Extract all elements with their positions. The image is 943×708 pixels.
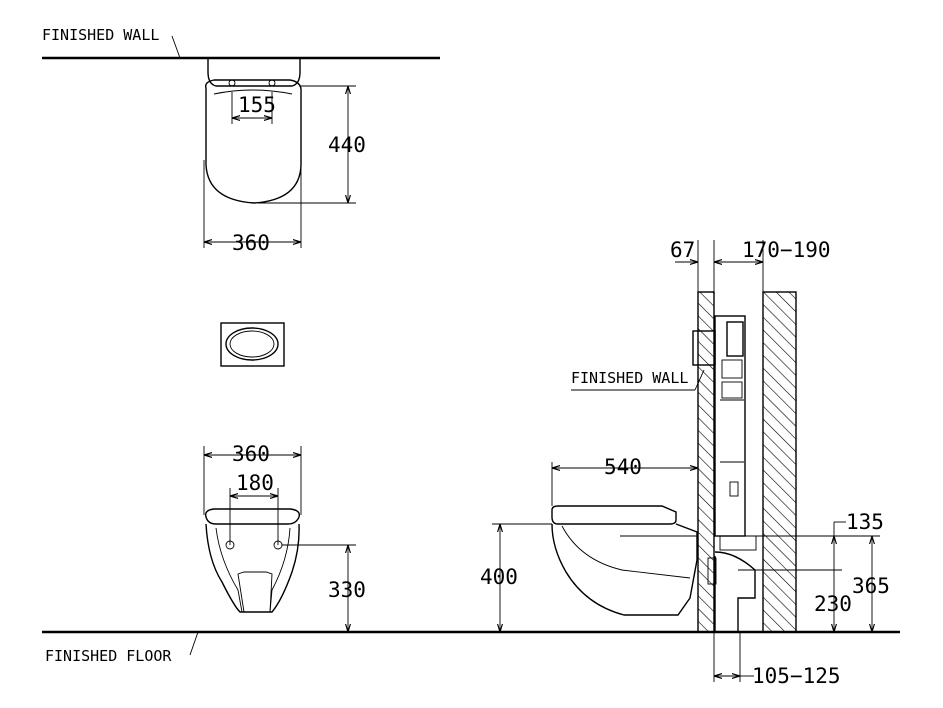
side-bowl-inner	[561, 525, 691, 579]
front-bolt-left	[225, 540, 235, 550]
front-bowl-foot	[237, 571, 273, 613]
dim-540: 540	[604, 455, 642, 479]
cistern-part-a	[721, 359, 743, 379]
finished-floor-label: FINISHED FLOOR	[45, 647, 172, 665]
dim-180: 180	[236, 471, 274, 495]
top-seat-hinge-line	[213, 89, 293, 95]
outlet-bend	[719, 535, 757, 551]
dim-105-125: 105−125	[752, 664, 841, 688]
outlet-connector	[707, 557, 717, 585]
dim-230: 230	[814, 592, 852, 616]
dim-400: 400	[480, 565, 518, 589]
rear-wall-panel	[762, 291, 797, 633]
side-bowl	[551, 523, 698, 616]
front-wall-panel	[697, 291, 715, 633]
top-rear-outline	[207, 58, 301, 87]
top-hinge-right	[268, 79, 276, 87]
side-seat	[551, 505, 677, 525]
dim-360-top: 360	[232, 231, 270, 255]
front-bowl	[205, 523, 300, 613]
front-view: 360 180 330	[203, 442, 366, 632]
dim-360-front: 360	[232, 442, 270, 466]
wall-leader-side-d	[694, 369, 705, 391]
dim-67: 67	[670, 238, 695, 262]
finished-wall-label-top: FINISHED WALL	[42, 26, 159, 44]
cistern-part-b	[721, 381, 743, 399]
wall-leader-top	[171, 35, 181, 59]
dim-155: 155	[238, 93, 276, 117]
cistern-body	[714, 315, 746, 537]
front-seat	[204, 508, 300, 525]
dim-170-190: 170−190	[742, 238, 831, 262]
dim-135: 135	[846, 510, 884, 534]
front-bowl-inner-left	[215, 527, 243, 613]
top-view: FINISHED WALL 155 440 360	[42, 26, 440, 255]
drain-pipe	[714, 551, 756, 632]
floor: FINISHED FLOOR	[42, 630, 900, 665]
top-hinge-left	[228, 79, 236, 87]
dim-365: 365	[852, 574, 890, 598]
dim-440: 440	[328, 133, 366, 157]
flush-plate	[220, 322, 285, 367]
finished-wall-label-side: FINISHED WALL	[571, 369, 688, 387]
floor-leader	[189, 631, 199, 656]
dim-330: 330	[328, 578, 366, 602]
flush-plate-frame	[220, 322, 285, 367]
cistern-valve	[726, 321, 744, 357]
flush-button-outer	[225, 327, 279, 361]
front-bowl-inner-right	[269, 527, 291, 613]
flush-button-inner	[229, 330, 275, 358]
cistern-part-c	[729, 481, 739, 497]
side-view: FINISHED WALL 67 170−190 540	[480, 238, 890, 688]
